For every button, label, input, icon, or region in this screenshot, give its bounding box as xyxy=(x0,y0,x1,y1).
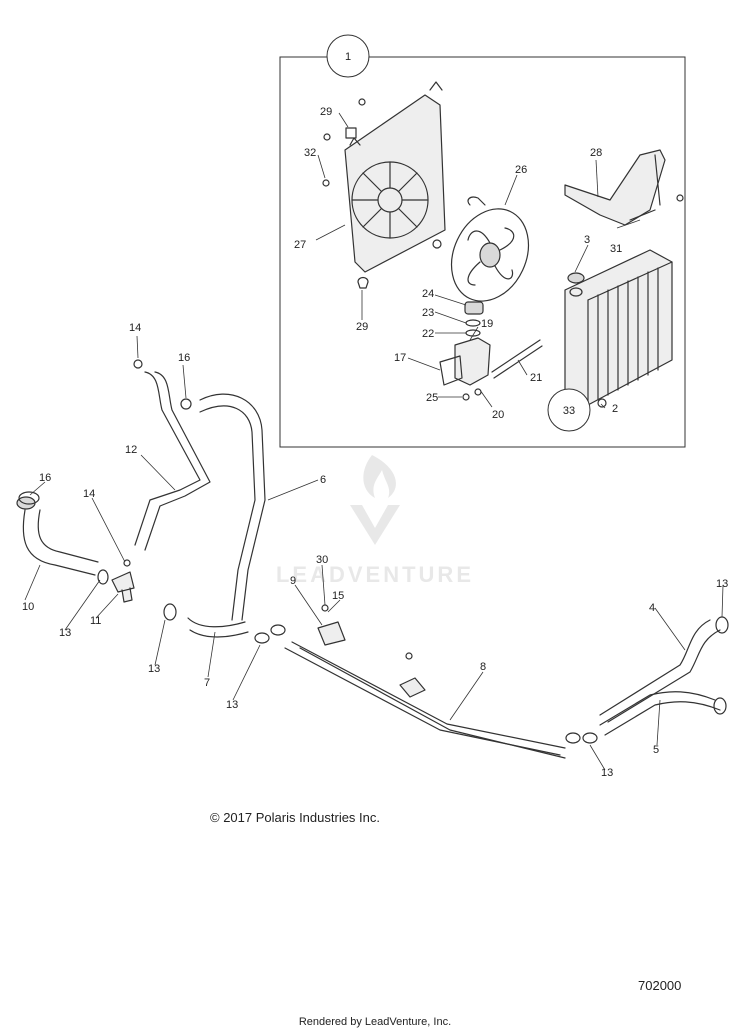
callout-31: 31 xyxy=(610,243,622,255)
callout-25: 25 xyxy=(426,392,438,404)
assembly-box xyxy=(279,56,686,448)
callout-27: 27 xyxy=(294,239,306,251)
callout-12: 12 xyxy=(125,444,137,456)
callout-6: 6 xyxy=(320,474,326,486)
tube-assembly-8 xyxy=(284,621,566,759)
assembly-callout-circle xyxy=(326,34,370,78)
hose-7 xyxy=(187,617,249,638)
callout-14-left: 14 xyxy=(83,488,95,500)
leadventure-watermark: LEADVENTURE xyxy=(276,455,474,587)
callout-17: 17 xyxy=(394,352,406,364)
callout-13-c: 13 xyxy=(226,699,238,711)
callout-8: 8 xyxy=(480,661,486,673)
radiator xyxy=(564,249,673,406)
callout-3: 3 xyxy=(584,234,590,246)
callout-16-top: 16 xyxy=(178,352,190,364)
callout-29-top: 29 xyxy=(320,106,332,118)
radiator-callout: 33 xyxy=(563,405,575,417)
callout-32: 32 xyxy=(304,147,316,159)
callout-19: 19 xyxy=(481,318,493,330)
assembly-callout: 1 xyxy=(345,51,351,63)
rendered-by-footer: Rendered by LeadVenture, Inc. xyxy=(298,1016,452,1028)
callout-7: 7 xyxy=(204,677,210,689)
tee-fitting-11 xyxy=(111,571,135,603)
callout-13-a: 13 xyxy=(59,627,71,639)
hose-6 xyxy=(199,393,266,621)
leader-lines xyxy=(24,112,724,771)
callout-15: 15 xyxy=(332,590,344,602)
cooling-fan xyxy=(450,196,530,302)
callout-13-d: 13 xyxy=(601,767,613,779)
hose-10 xyxy=(16,496,99,576)
callout-24: 24 xyxy=(422,288,434,300)
callout-9: 9 xyxy=(290,575,296,587)
copyright-notice: © 2017 Polaris Industries Inc. xyxy=(210,810,380,825)
callout-5: 5 xyxy=(653,744,659,756)
diagram-id: 702000 xyxy=(638,978,682,993)
radiator-callout-circle xyxy=(547,388,591,432)
callout-11: 11 xyxy=(90,615,101,627)
callout-30: 30 xyxy=(316,554,328,566)
callout-2: 2 xyxy=(612,403,618,415)
radiator-bracket xyxy=(564,149,666,226)
callout-26: 26 xyxy=(515,164,527,176)
callout-14-top: 14 xyxy=(129,322,141,334)
callout-16-left: 16 xyxy=(39,472,51,484)
callout-21: 21 xyxy=(530,372,542,384)
callout-23: 23 xyxy=(422,307,434,319)
callout-labels: 29 32 27 29 26 28 31 3 24 23 22 19 17 21… xyxy=(22,106,728,779)
callout-4: 4 xyxy=(649,602,655,614)
callout-22: 22 xyxy=(422,328,434,340)
callout-10: 10 xyxy=(22,601,34,613)
callout-28: 28 xyxy=(590,147,602,159)
hose-12 xyxy=(134,371,211,551)
coolant-reservoir xyxy=(439,301,543,386)
fan-shroud xyxy=(344,81,446,273)
callout-13-b: 13 xyxy=(148,663,160,675)
hose-4-5 xyxy=(599,619,721,736)
callout-29-bottom: 29 xyxy=(356,321,368,333)
watermark-text: LEADVENTURE xyxy=(276,562,474,587)
callout-20: 20 xyxy=(492,409,504,421)
callout-13-e: 13 xyxy=(716,578,728,590)
